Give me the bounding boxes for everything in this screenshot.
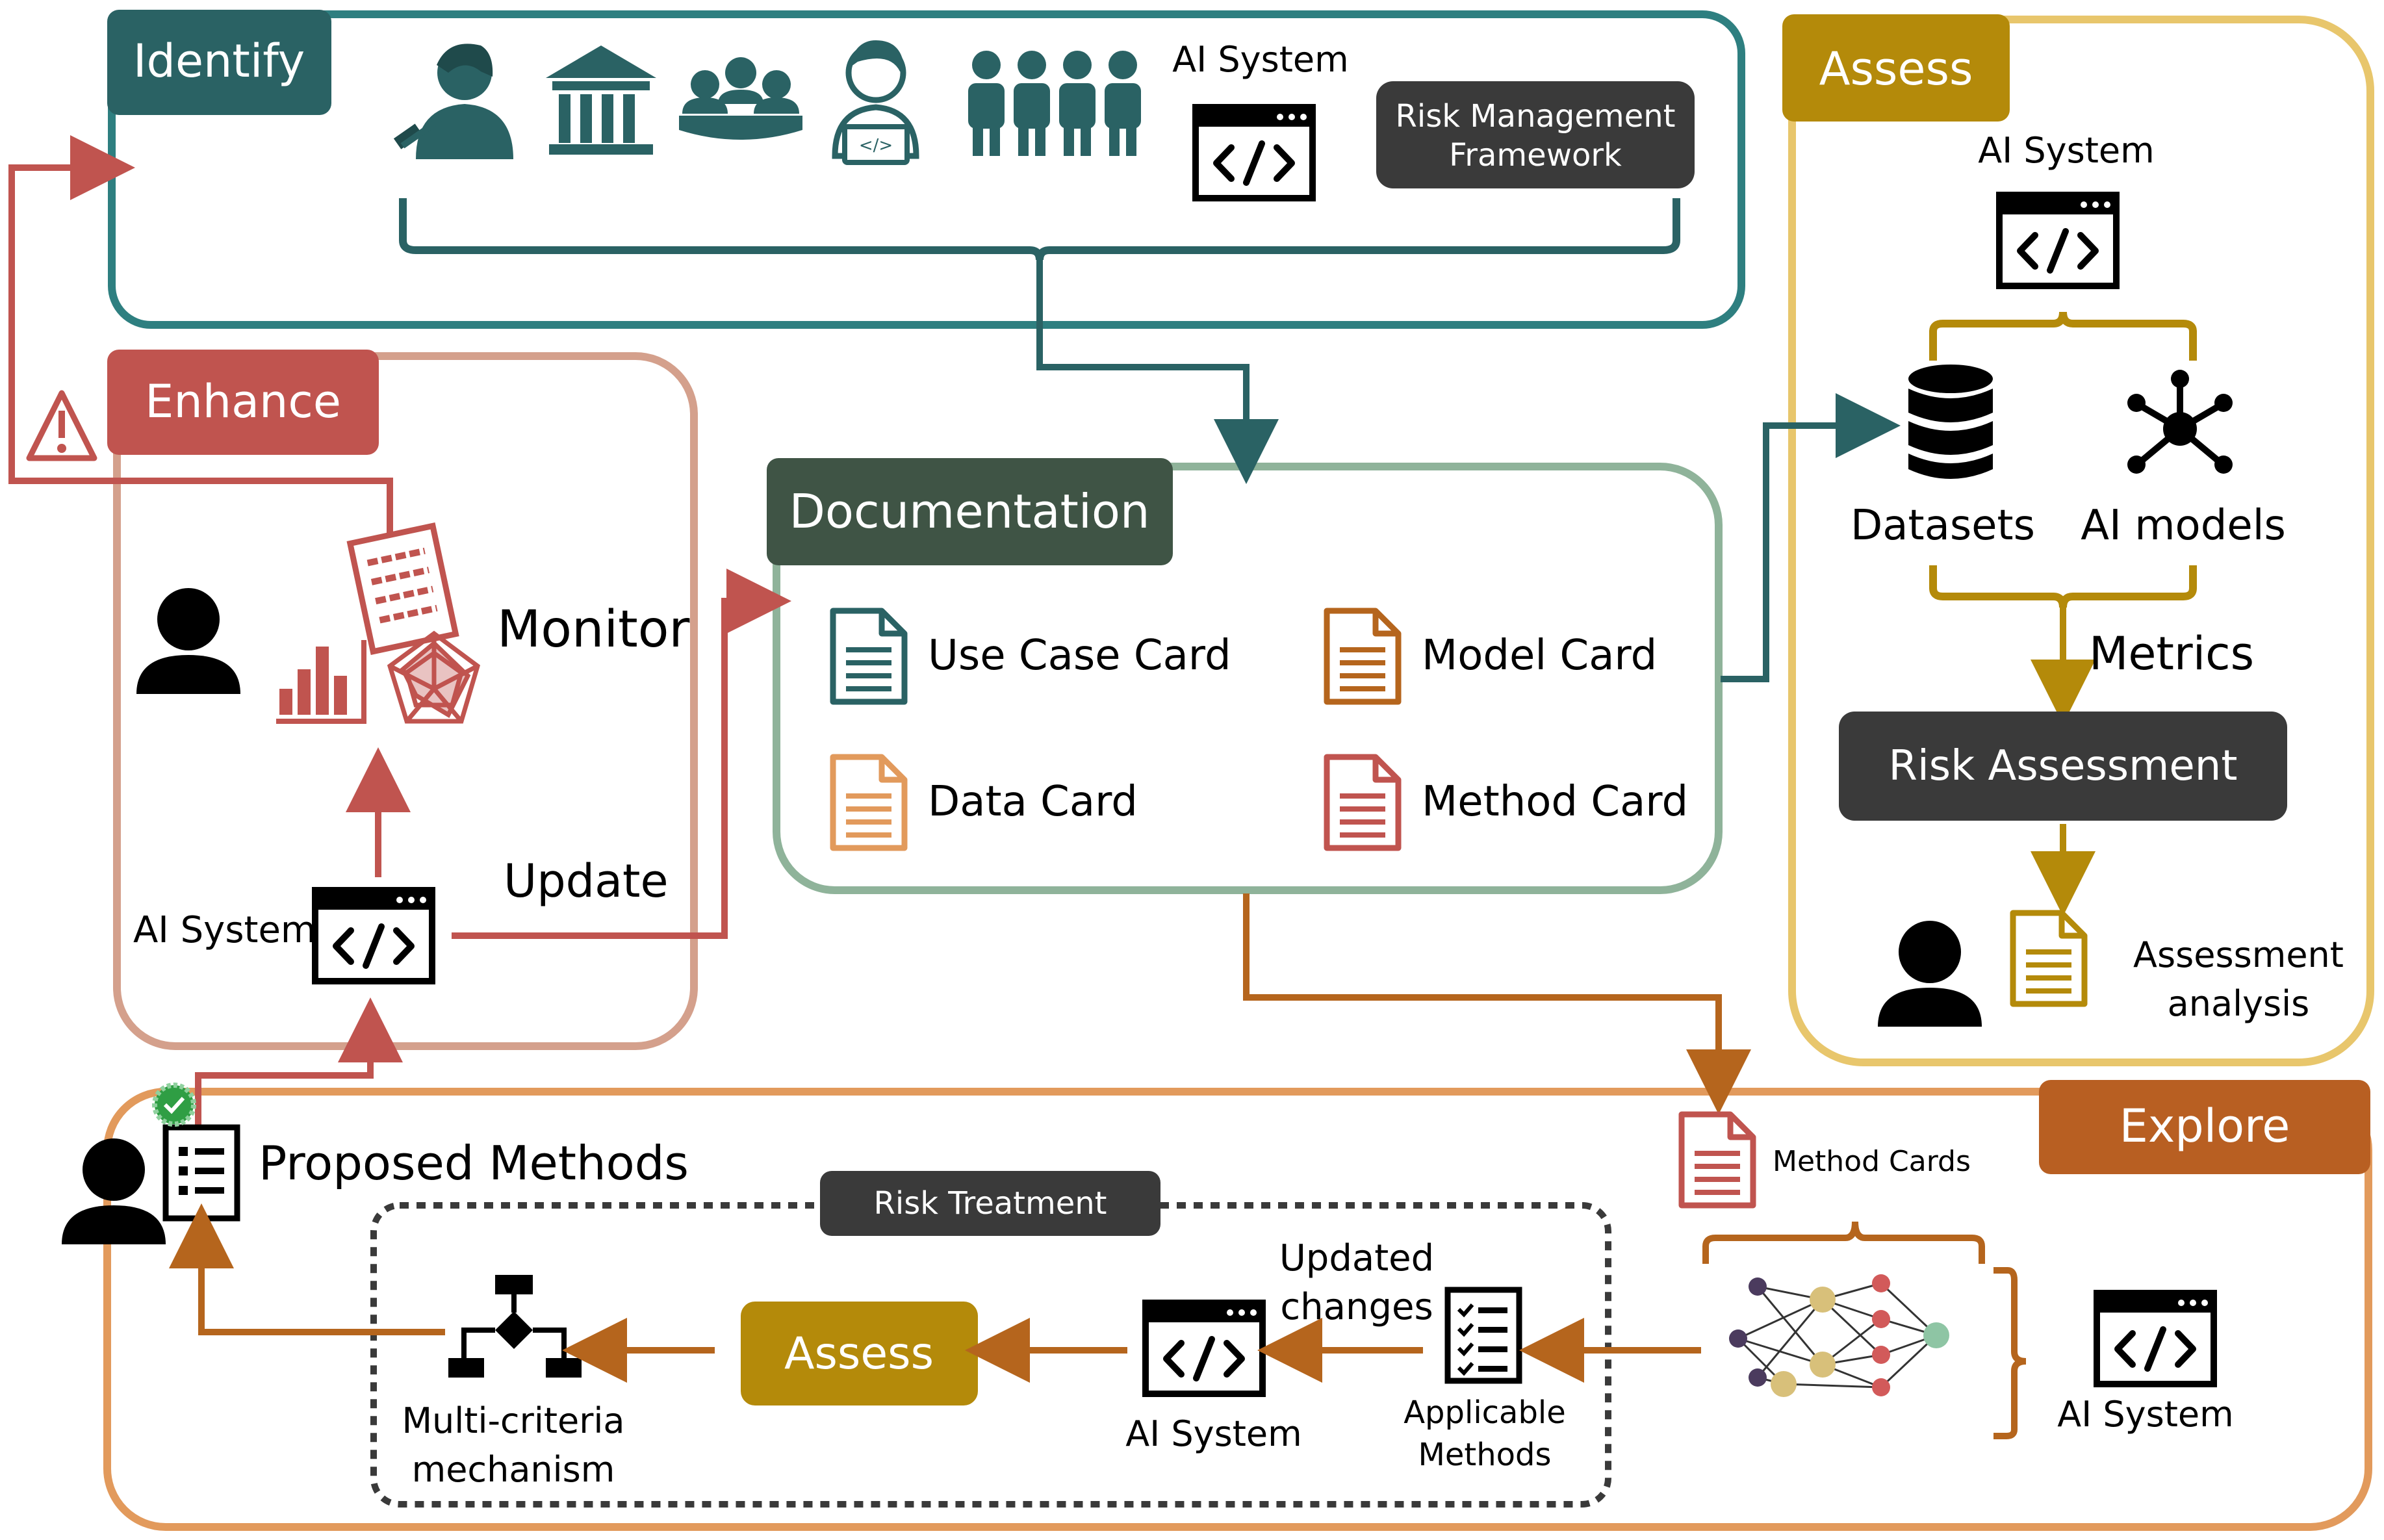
explore-right-code-window-icon	[2097, 1293, 2214, 1384]
explore-method-card-icon	[1682, 1114, 1753, 1205]
identify-label-box	[107, 10, 331, 115]
proposed-methods-label: Proposed Methods	[259, 1136, 689, 1190]
explore-mid-ai-system-label: AI System	[1125, 1413, 1301, 1454]
method-card-icon	[1327, 757, 1398, 848]
update-to-documentation-arrow	[452, 569, 791, 939]
meeting-icon	[679, 57, 802, 140]
method-cards-label: Method Cards	[1773, 1145, 1971, 1178]
applicable-methods-line1: Applicable	[1403, 1394, 1566, 1431]
identify-code-window-icon	[1196, 107, 1313, 198]
enhance-to-identify-arrow	[8, 135, 393, 533]
enhance-border	[113, 352, 698, 1050]
assess-border	[1788, 16, 2374, 1066]
framework-line2: Framework	[1449, 137, 1622, 173]
risk-assessment-label: Risk Assessment	[1889, 742, 2238, 790]
use-case-card-icon	[833, 611, 904, 702]
network-right-brace	[1993, 1267, 2027, 1439]
assess-top-brace	[1929, 311, 2197, 361]
risk-treatment-label-box	[820, 1171, 1160, 1236]
ai-models-label: AI models	[2081, 502, 2286, 550]
multi-criteria-to-proposed-arrow	[169, 1203, 445, 1335]
assess-title: Assess	[1819, 42, 1973, 96]
documentation-label-box	[767, 458, 1173, 565]
enhance-label-box	[107, 350, 379, 455]
report-icon	[346, 522, 459, 656]
assess-ai-system-label: AI System	[1978, 130, 2154, 171]
analysis-line2: analysis	[2168, 983, 2310, 1024]
method-card-label: Method Card	[1422, 778, 1688, 826]
multi-criteria-line1: Multi-criteria	[402, 1400, 624, 1441]
assessment-document-icon	[2013, 913, 2084, 1004]
framework-line1: Risk Management	[1396, 98, 1676, 135]
applicable-checklist-icon	[1444, 1287, 1522, 1384]
model-card-label: Model Card	[1422, 632, 1657, 680]
risk-framework-box	[1376, 81, 1695, 188]
model-card-icon	[1327, 611, 1398, 702]
method-cards-brace	[1702, 1221, 1985, 1264]
proposed-person-icon	[62, 1138, 166, 1244]
database-icon	[1908, 365, 1993, 479]
ai-model-network-icon	[2127, 370, 2233, 474]
metrics-label: Metrics	[2089, 627, 2254, 680]
approved-check-icon	[152, 1083, 196, 1127]
update-label: Update	[504, 854, 669, 908]
assess-bottom-brace	[1929, 565, 2197, 608]
identify-title: Identify	[133, 34, 305, 88]
datasets-label: Datasets	[1851, 502, 2035, 550]
monitor-person-icon	[136, 588, 240, 694]
assessment-person-icon	[1878, 921, 1982, 1027]
enhance-code-window-icon	[315, 890, 432, 981]
updated-changes-line2: changes	[1280, 1286, 1433, 1328]
warning-icon	[26, 390, 97, 461]
documentation-title: Documentation	[789, 484, 1149, 539]
use-case-card-label: Use Case Card	[928, 632, 1231, 680]
applicable-methods-line2: Methods	[1418, 1437, 1551, 1473]
documentation-to-explore-arrow	[1243, 893, 1751, 1114]
enhance-title: Enhance	[145, 375, 341, 428]
analysis-line1: Assessment	[2133, 934, 2344, 975]
radar-chart-icon	[387, 630, 481, 724]
assess-code-window-icon	[1999, 195, 2116, 286]
checklist-icon	[162, 1124, 240, 1222]
explore-label-box	[2039, 1080, 2370, 1174]
explore-assess-label: Assess	[784, 1328, 934, 1380]
svg-text:</>: </>	[859, 136, 893, 155]
institution-icon	[546, 45, 656, 155]
multi-criteria-line2: mechanism	[412, 1449, 615, 1490]
flowchart-icon	[448, 1275, 582, 1378]
monitor-label: Monitor	[497, 600, 690, 659]
developer-icon: </>	[832, 40, 919, 165]
assess-label-box	[1782, 14, 2010, 122]
explore-right-ai-system-label: AI System	[2057, 1394, 2233, 1435]
identify-to-documentation-arrow	[1036, 257, 1279, 484]
judge-icon	[393, 44, 513, 159]
documentation-to-assess-arrow	[1721, 393, 1901, 682]
identify-brace	[399, 198, 1680, 261]
data-card-label: Data Card	[928, 778, 1138, 826]
explore-mid-code-window-icon	[1146, 1303, 1262, 1394]
risk-assessment-box	[1839, 712, 2287, 821]
identify-ai-system-label: AI System	[1172, 39, 1348, 80]
updated-changes-line1: Updated	[1279, 1237, 1434, 1279]
explore-assess-button	[741, 1302, 978, 1405]
enhance-ai-system-label: AI System	[133, 909, 316, 951]
data-card-icon	[833, 757, 904, 848]
neural-network-icon	[1729, 1274, 1949, 1397]
bar-chart-icon	[276, 640, 366, 724]
group-icon	[968, 51, 1141, 156]
explore-border	[103, 1088, 2372, 1531]
risk-treatment-label: Risk Treatment	[874, 1185, 1107, 1222]
proposed-to-ai-system-arrow	[195, 997, 403, 1127]
explore-title: Explore	[2120, 1099, 2290, 1153]
